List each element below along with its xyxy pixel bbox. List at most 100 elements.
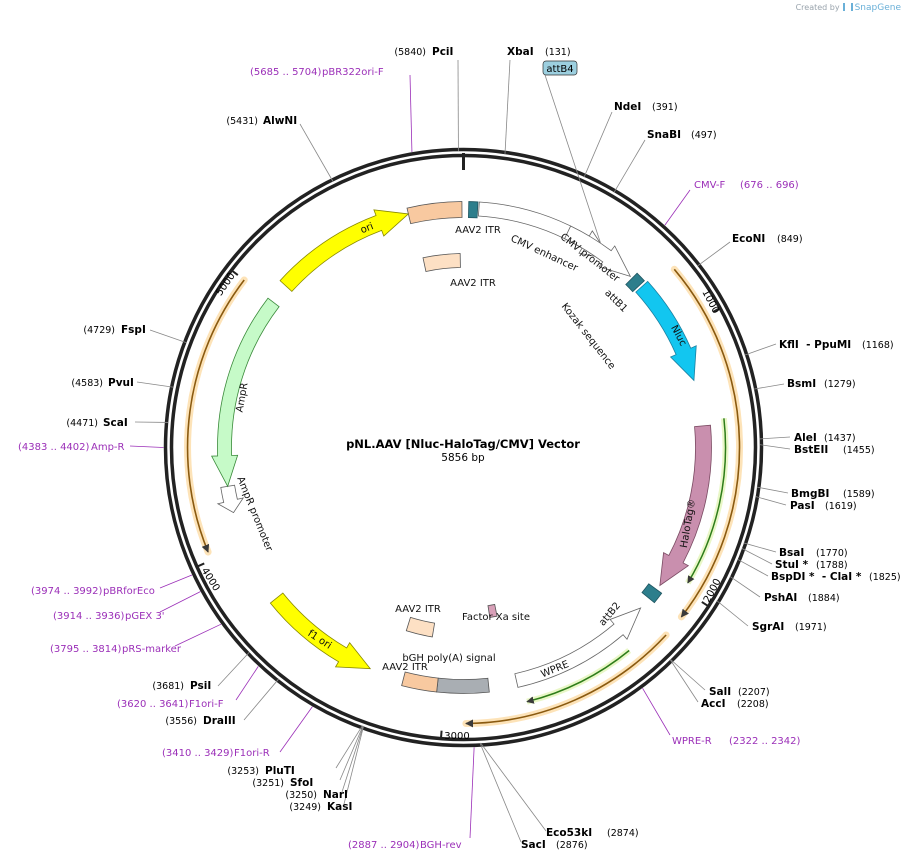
site-leader-25 <box>217 651 250 687</box>
f1-ori-feature <box>269 592 372 670</box>
site-leader-17 <box>669 659 699 703</box>
site-leader-18 <box>480 742 547 832</box>
wpre-feature <box>514 607 642 688</box>
site-alei[interactable]: AleI(1437) <box>794 432 856 444</box>
primer-f1ori-f[interactable]: (3620 .. 3641)F1ori-F <box>117 699 224 710</box>
primer-pgex-3[interactable]: (3914 .. 3936)pGEX 3' <box>53 611 165 622</box>
site-pos: (1279) <box>824 379 856 390</box>
site-bsmi[interactable]: BsmI (1279) <box>787 378 856 390</box>
site-pos: (391) <box>652 102 678 113</box>
site-nari[interactable]: (3250)NarI <box>285 789 348 801</box>
site-leader-9 <box>756 486 789 494</box>
site-pos: (1619) <box>825 501 857 512</box>
tick-mark-5000 <box>230 269 239 276</box>
site-pvui[interactable]: (4583)PvuI <box>71 377 134 389</box>
site-xbai[interactable]: XbaI(131) <box>507 46 571 58</box>
site-name: BstEII <box>794 444 828 456</box>
site-name: NarI <box>323 789 348 801</box>
site-leader-28 <box>149 329 187 344</box>
site-name: BsmI <box>787 378 816 390</box>
site-eco53ki[interactable]: Eco53kI(2874) <box>546 827 639 839</box>
aav2-itr-label-top: AAV2 ITR <box>455 225 501 236</box>
site-pos: (1770) <box>816 548 848 559</box>
factor-xa-label: Factor Xa site <box>462 612 530 623</box>
site-ndei[interactable]: NdeI(391) <box>614 101 678 113</box>
site-bsteii[interactable]: BstEII(1455) <box>794 444 875 456</box>
primer-wpre-r[interactable]: WPRE-R(2322 .. 2342) <box>672 736 801 747</box>
tick-mark-2000 <box>701 601 710 608</box>
site-name: DraIII <box>203 715 236 727</box>
tick-mark-1000 <box>712 307 721 313</box>
primer-pbr322ori-f[interactable]: (5685 .. 5704)pBR322ori-F <box>250 67 384 78</box>
site-pluti[interactable]: (3253)PluTI <box>227 765 294 777</box>
orf-ampr-arc-glow <box>184 276 248 556</box>
primer-name: F1ori-F <box>189 699 224 710</box>
primer-name: pBR322ori-F <box>322 67 384 78</box>
primer-leader-f1ori-r <box>279 706 313 753</box>
site-leader-ndei <box>583 111 613 178</box>
site-name: StuI * <box>775 559 809 571</box>
site-kfli-ppumi[interactable]: KflI - PpuMI(1168) <box>779 339 894 351</box>
tick-marks <box>196 269 721 739</box>
ori-feature <box>279 209 410 292</box>
primer-leader-pgex-3 <box>159 591 201 613</box>
primer-leader-pbr322ori-f <box>409 74 413 152</box>
site-pos: (2876) <box>556 840 588 851</box>
primer-range: (676 .. 696) <box>740 180 799 191</box>
primer-name: BGH-rev <box>420 840 462 851</box>
site-leader-19 <box>479 742 522 843</box>
site-acci[interactable]: AccI(2208) <box>701 698 769 710</box>
ampr-promoter-label: AmpR promoter <box>234 475 274 554</box>
site-sgrai[interactable]: SgrAI (1971) <box>752 621 827 633</box>
ori-label: ori <box>359 221 375 236</box>
site-name: AlwNI <box>263 115 297 127</box>
site-pasi[interactable]: PasI(1619) <box>790 500 857 512</box>
primer-bgh-rev[interactable]: (2887 .. 2904)BGH-rev <box>348 840 462 851</box>
site-kasi[interactable]: (3249)KasI <box>289 801 352 813</box>
site-bmgbi[interactable]: BmgBI(1589) <box>791 488 875 500</box>
primer-cmv-f[interactable]: CMV-F(676 .. 696) <box>694 180 799 191</box>
site-pos: (4471) <box>66 418 98 429</box>
site-sali[interactable]: SalI(2207) <box>709 686 770 698</box>
site-leader-10 <box>755 496 787 506</box>
primer-range: (4383 .. 4402) <box>18 442 90 453</box>
orf-arcs <box>184 265 743 728</box>
features <box>210 201 712 694</box>
site-pcii[interactable]: (5840)PciI <box>394 46 453 58</box>
attb4-feature <box>468 201 479 219</box>
primer-amp-r[interactable]: (4383 .. 4402)Amp-R <box>18 442 125 453</box>
site-stui[interactable]: StuI *(1788) <box>775 559 848 571</box>
halotag-feature <box>659 424 712 587</box>
primer-name: pRS-marker <box>122 644 182 655</box>
site-snabi[interactable]: SnaBI(497) <box>647 129 717 141</box>
site-pos: (1971) <box>795 622 827 633</box>
site-draiii[interactable]: (3556)DraIII <box>165 715 235 727</box>
primer-range: (3620 .. 3641) <box>117 699 189 710</box>
site-name: BspDI * - ClaI * <box>771 571 862 583</box>
ampr-feature <box>210 297 280 488</box>
site-bsai[interactable]: BsaI(1770) <box>779 547 848 559</box>
site-econi[interactable]: EcoNI(849) <box>732 233 803 245</box>
site-alwni[interactable]: (5431)AlwNI <box>226 115 297 127</box>
site-fspi[interactable]: (4729)FspI <box>83 324 145 336</box>
site-name: SgrAI <box>752 621 784 633</box>
site-saci[interactable]: SacI (2876) <box>521 839 588 851</box>
site-leader-econi <box>697 241 731 267</box>
site-pos: (2207) <box>738 687 770 698</box>
site-pos: (1168) <box>862 340 894 351</box>
site-name: EcoNI <box>732 233 765 245</box>
site-psii[interactable]: (3681)PsiI <box>152 680 211 692</box>
site-name: SacI <box>521 839 546 851</box>
site-leader-22 <box>339 725 364 781</box>
site-bspdi-clai[interactable]: BspDI * - ClaI *(1825) <box>771 571 901 583</box>
primer-pbrforeco[interactable]: (3974 .. 3992)pBRforEco <box>31 586 155 597</box>
aav2-itr-top-feature <box>406 201 463 225</box>
site-scai[interactable]: (4471)ScaI <box>66 417 127 429</box>
primer-leader-amp-r <box>129 445 164 448</box>
primer-prs-marker[interactable]: (3795 .. 3814)pRS-marker <box>50 644 182 655</box>
site-leader-27 <box>136 381 174 388</box>
site-sfoi[interactable]: (3251)SfoI <box>252 777 313 789</box>
site-pshai[interactable]: PshAI(1884) <box>764 592 840 604</box>
primer-f1ori-r[interactable]: (3410 .. 3429)F1ori-R <box>162 748 270 759</box>
